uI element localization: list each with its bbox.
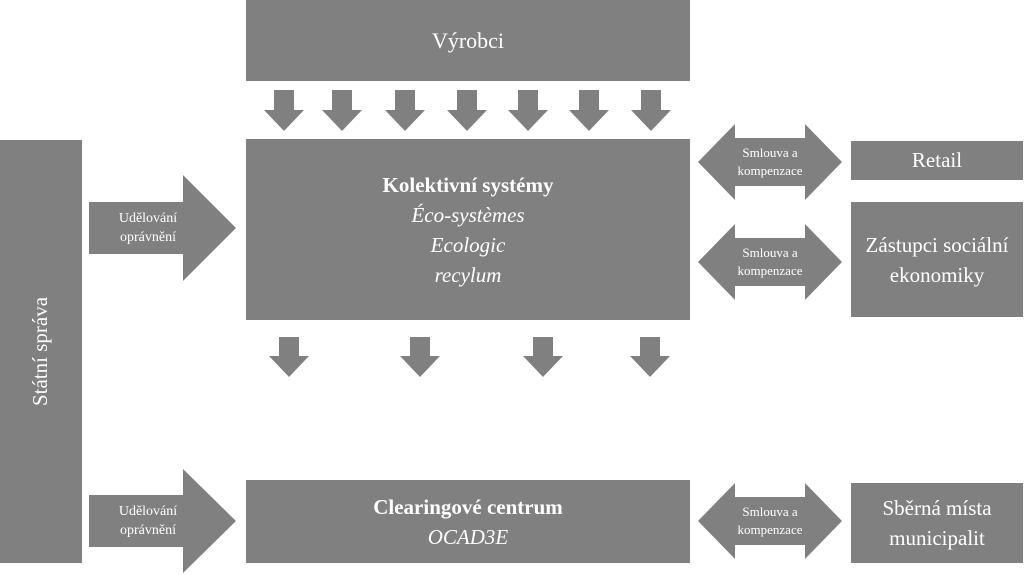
retail-label: Retail (911, 148, 963, 172)
collective-systems-title: Kolektivní systémy (382, 172, 554, 197)
municipal-collection-box: Sběrná místa municipalit (851, 483, 1023, 563)
clearing-center-title: Clearingové centrum (373, 494, 563, 519)
down-arrow-icon (523, 337, 563, 377)
double-arrow-icon (698, 224, 842, 300)
contract-label-social: Smlouva a kompenzace (737, 245, 803, 278)
right-arrow-icon (89, 469, 236, 573)
double-arrow-icon (698, 124, 842, 200)
social-economy-box: Zástupci sociální ekonomiky (851, 202, 1023, 317)
authorization-label-top: Udělování oprávnění (118, 211, 178, 245)
down-arrow-icon (569, 90, 609, 131)
double-arrow-icon (698, 483, 842, 559)
retail-box: Retail (851, 141, 1023, 180)
down-arrow-icon (269, 337, 309, 377)
collective-member: Éco-systèmes (411, 202, 525, 227)
collective-member: recylum (434, 262, 502, 287)
down-arrow-icon (447, 90, 487, 131)
down-arrow-icon (322, 90, 362, 131)
down-arrow-icon (508, 90, 548, 131)
clearing-center-name: OCAD3E (427, 524, 509, 549)
clearing-center-box: Clearingové centrum OCAD3E (246, 480, 690, 563)
down-arrow-icon (631, 90, 671, 131)
right-arrow-icon (89, 175, 236, 281)
producers-box: Výrobci (246, 0, 690, 81)
collective-member: Ecologic (430, 232, 506, 257)
collective-systems-box: Kolektivní systémy Éco-systèmes Ecologic… (246, 139, 690, 320)
social-economy-label: Zástupci sociální ekonomiky (865, 232, 1009, 287)
down-arrow-icon (630, 337, 670, 377)
down-arrow-icon (400, 337, 440, 377)
contract-label-municipal: Smlouva a kompenzace (737, 504, 803, 537)
authorization-label-bottom: Udělování oprávnění (118, 504, 178, 538)
municipal-collection-label: Sběrná místa municipalit (882, 496, 992, 550)
state-administration-box (0, 140, 82, 563)
contract-label-retail: Smlouva a kompenzace (737, 145, 803, 178)
down-arrow-icon (264, 90, 304, 131)
producers-label: Výrobci (431, 27, 505, 53)
down-arrow-icon (385, 90, 425, 131)
